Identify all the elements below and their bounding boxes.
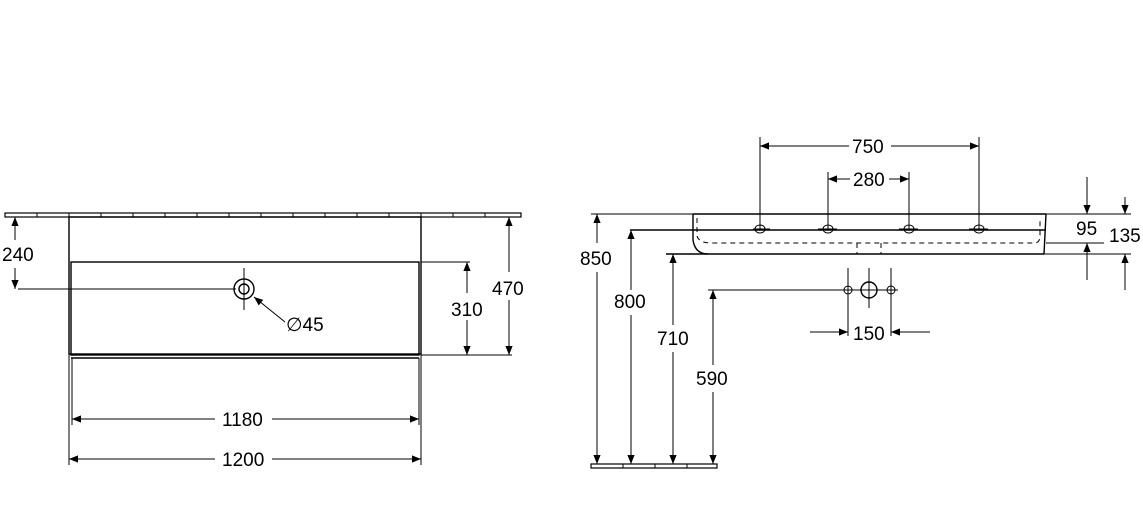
dim-800-label: 800 <box>614 292 646 313</box>
dim-710: 710 <box>657 254 689 464</box>
basin-inner <box>70 261 420 356</box>
dim-1200-label: 1200 <box>222 450 264 471</box>
dim-1180-label: 1180 <box>222 410 263 431</box>
dim-150: 150 <box>810 324 930 345</box>
front-view: 240 310 470 ∅45 1180 1200 <box>2 212 524 471</box>
basin-profile <box>630 213 1047 255</box>
dim-750: 750 <box>759 137 980 229</box>
dim-150-label: 150 <box>853 324 885 345</box>
dim-135-label: 135 <box>1109 226 1141 247</box>
dim-310: 310 <box>421 261 512 356</box>
dim-95: 95 <box>1046 177 1131 280</box>
dim-240-label: 240 <box>2 245 34 266</box>
dim-710-label: 710 <box>657 329 689 350</box>
waste-outlet <box>18 268 286 323</box>
dim-850: 850 <box>580 214 612 464</box>
dim-850-label: 850 <box>580 249 612 270</box>
dim-240: 240 <box>2 217 34 289</box>
dim-280: 280 <box>827 170 910 229</box>
side-view: 750 280 850 800 710 <box>580 137 1141 469</box>
dim-470-label: 470 <box>492 279 524 300</box>
dim-1200: 1200 <box>69 450 421 471</box>
wall-strip-top <box>4 212 522 218</box>
tap-hole-1 <box>753 224 770 234</box>
dim-280-label: 280 <box>853 170 885 191</box>
tap-holes <box>753 224 988 234</box>
dim-750-label: 750 <box>852 137 884 158</box>
dim-310-label: 310 <box>451 300 483 321</box>
dim-95-label: 95 <box>1076 219 1097 240</box>
floor-strip <box>590 463 718 469</box>
basin-outline <box>68 216 422 355</box>
dim-590-label: 590 <box>696 369 728 390</box>
dim-470: 470 <box>421 216 524 355</box>
dim-1180: 1180 <box>72 410 419 431</box>
dim-800: 800 <box>614 230 646 464</box>
dim-590: 590 <box>696 290 728 464</box>
waste-outlets <box>708 268 898 336</box>
dim-135: 135 <box>1044 197 1141 290</box>
dim-45-label: ∅45 <box>286 315 324 336</box>
